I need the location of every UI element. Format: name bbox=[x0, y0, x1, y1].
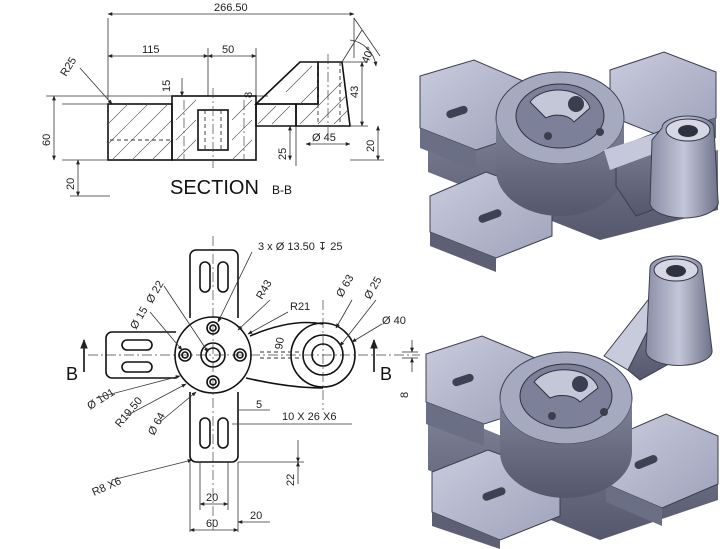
dim-holes: 3 x Ø 13.50 ↧ 25 bbox=[258, 241, 342, 253]
dim-phi101: Ø 101 bbox=[85, 386, 117, 412]
section-view: 266.50 115 50 R25 bbox=[41, 2, 384, 199]
dim-phi64: Ø 64 bbox=[146, 411, 168, 438]
dim-50: 50 bbox=[222, 44, 234, 56]
dim-43: 43 bbox=[349, 86, 361, 98]
dim-phi15: Ø 15 bbox=[128, 305, 150, 332]
dim-20-b: 20 bbox=[250, 510, 262, 522]
dim-90: 90 bbox=[273, 336, 287, 350]
model-view-bottom bbox=[425, 255, 719, 549]
right-boss-arm bbox=[245, 321, 356, 389]
dim-115: 115 bbox=[142, 44, 160, 56]
section-right-arm bbox=[254, 54, 351, 138]
cut-label-right: B bbox=[380, 364, 392, 384]
dim-angle: 40° bbox=[360, 45, 377, 65]
section-left-body bbox=[107, 103, 173, 161]
hub-outer-circle bbox=[174, 316, 252, 394]
left-arm bbox=[105, 331, 176, 379]
dim-20-a: 20 bbox=[206, 492, 218, 504]
dim-8-top: 8 bbox=[243, 92, 255, 98]
dim-5: 5 bbox=[256, 399, 262, 411]
section-center-hub bbox=[171, 88, 257, 168]
dim-r21: R21 bbox=[290, 301, 310, 313]
model-view-top bbox=[419, 51, 719, 272]
dim-20-left: 20 bbox=[65, 178, 77, 190]
dim-15: 15 bbox=[161, 80, 173, 92]
dim-phi22: Ø 22 bbox=[144, 279, 166, 306]
dim-phi25: Ø 25 bbox=[362, 275, 384, 302]
dim-overall-width: 266.50 bbox=[214, 2, 248, 14]
dim-phi45: Ø 45 bbox=[312, 132, 336, 144]
dim-r25: R25 bbox=[58, 55, 79, 78]
dim-60: 60 bbox=[41, 134, 53, 146]
cut-label-left: B bbox=[66, 364, 78, 384]
dim-slots: 10 X 26 X6 bbox=[282, 411, 336, 423]
section-title: SECTION bbox=[170, 177, 259, 199]
dim-60-bottom: 60 bbox=[206, 518, 218, 530]
section-title-suffix: B-B bbox=[272, 183, 292, 197]
dim-r8: R8 X6 bbox=[90, 475, 123, 498]
dim-phi63: Ø 63 bbox=[334, 273, 356, 300]
dim-phi40: Ø 40 bbox=[382, 315, 406, 327]
dim-r1950: R19.50 bbox=[113, 395, 145, 430]
dim-25: 25 bbox=[277, 148, 289, 160]
top-view: B B 3 x Ø 13.50 ↧ 25 Ø 22 Ø 15 R43 R21 Ø… bbox=[66, 236, 420, 532]
bottom-arm bbox=[189, 392, 239, 463]
dim-22: 22 bbox=[285, 474, 297, 486]
dim-8-right: 8 bbox=[399, 392, 411, 398]
top-arm bbox=[189, 249, 239, 318]
dim-r43: R43 bbox=[254, 278, 274, 301]
dim-20-right: 20 bbox=[365, 140, 377, 152]
